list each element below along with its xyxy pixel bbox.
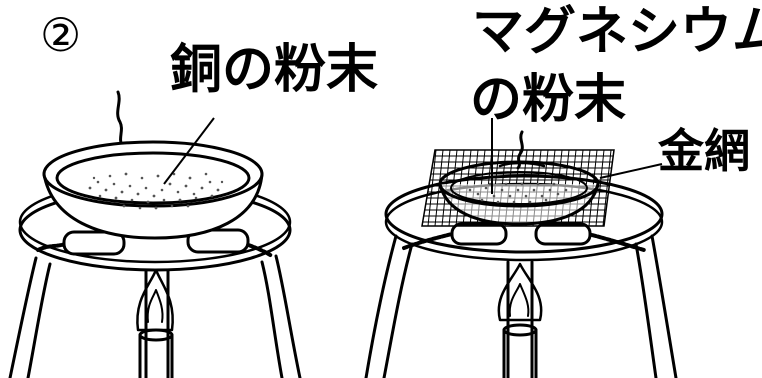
right-burner-barrel (502, 328, 538, 378)
left-ceramic-rod-right (186, 228, 250, 254)
right-tripod-leg-right (650, 234, 678, 378)
gauze-mesh-line (602, 150, 612, 226)
left-burner-flame (136, 268, 174, 332)
right-tripod-setup (364, 130, 678, 378)
wire-gauze-border (421, 149, 615, 227)
gauze-mesh-line (609, 150, 614, 226)
gauze-label-leader-line (599, 163, 663, 179)
left-hanging-wire (116, 90, 124, 148)
left-tripod-setup (8, 90, 302, 378)
right-ceramic-rod-right (534, 222, 592, 246)
magnesium-powder-particles (468, 182, 568, 204)
left-burner-barrel (138, 333, 174, 378)
magnesium-powder-label-line1: マグネシウム (472, 2, 762, 62)
right-tripod-leg-left (364, 234, 398, 378)
magnesium-powder-label-line2: の粉末 (470, 70, 627, 130)
copper-powder-label: 銅の粉末 (170, 40, 379, 100)
left-tripod-leg-right (274, 254, 302, 378)
left-ceramic-rod-left (62, 230, 126, 256)
right-evaporating-dish (438, 160, 600, 226)
copper-powder-particles (88, 172, 224, 210)
gauze-mesh-line (595, 150, 605, 226)
step-number-label: ② (40, 8, 82, 62)
right-burner-flame (497, 262, 543, 322)
gauze-mesh-line (434, 150, 444, 226)
copper-label-leader-line (163, 117, 215, 185)
right-ceramic-rod-left (450, 222, 508, 246)
right-support-chain-right (586, 232, 646, 252)
gauze-mesh-line (427, 150, 437, 226)
left-tripod-leg-left (8, 256, 38, 378)
right-support-chain-left (402, 232, 454, 250)
wire-gauze-label: 金網 (658, 124, 750, 178)
